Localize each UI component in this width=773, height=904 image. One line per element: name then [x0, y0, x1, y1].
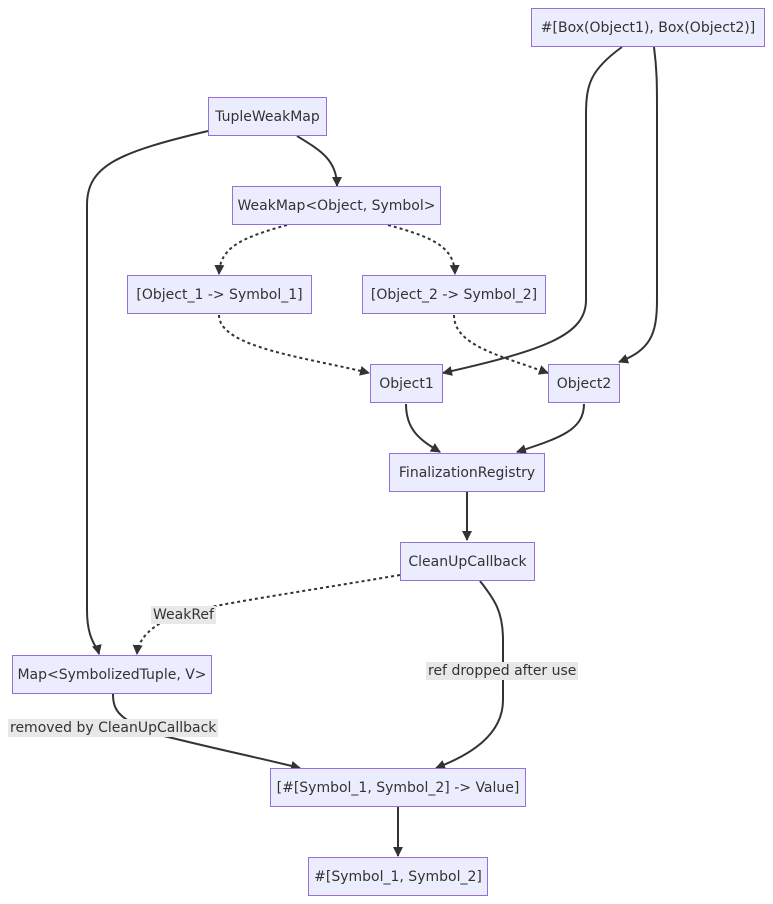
- edge-label-weakref: WeakRef: [151, 606, 216, 624]
- node-entry-2: [Object_2 -> Symbol_2]: [362, 275, 546, 314]
- edge-label-ref-dropped: ref dropped after use: [426, 662, 579, 680]
- edge-label-removed-by-cleanup: removed by CleanUpCallback: [8, 719, 219, 737]
- node-map: Map<SymbolizedTuple, V>: [12, 655, 212, 694]
- edge-entry2-to-object2: [453, 314, 549, 375]
- edge-cleanup-to-map: [132, 574, 401, 655]
- node-finalization-registry: FinalizationRegistry: [389, 453, 545, 492]
- edge-box-to-object1: [442, 46, 623, 376]
- edge-box-to-object2: [618, 46, 658, 364]
- node-symbol-tuple-value: [#[Symbol_1, Symbol_2] -> Value]: [270, 768, 526, 807]
- node-symbol-tuple: #[Symbol_1, Symbol_2]: [308, 857, 488, 896]
- node-tuple-weak-map: TupleWeakMap: [208, 97, 327, 136]
- edge-tupleweakmap-to-map: [86, 130, 209, 655]
- edge-weakmap-to-entry1: [214, 224, 288, 275]
- node-entry-1: [Object_1 -> Symbol_1]: [127, 275, 312, 314]
- node-weak-map: WeakMap<Object, Symbol>: [232, 186, 441, 225]
- edge-weakmap-to-entry2: [387, 224, 460, 275]
- edge-tupleweakmap-to-weakmap: [296, 135, 342, 187]
- edge-entry1-to-object1: [218, 314, 370, 376]
- edge-object2-to-registry: [516, 403, 585, 454]
- edge-cleanup-to-symbol-value: [435, 580, 504, 770]
- node-object1: Object1: [370, 364, 443, 403]
- node-object2: Object2: [548, 364, 620, 403]
- edge-object1-to-registry: [405, 403, 441, 453]
- node-box-tuple: #[Box(Object1), Box(Object2)]: [531, 8, 765, 47]
- node-cleanup-callback: CleanUpCallback: [400, 542, 535, 581]
